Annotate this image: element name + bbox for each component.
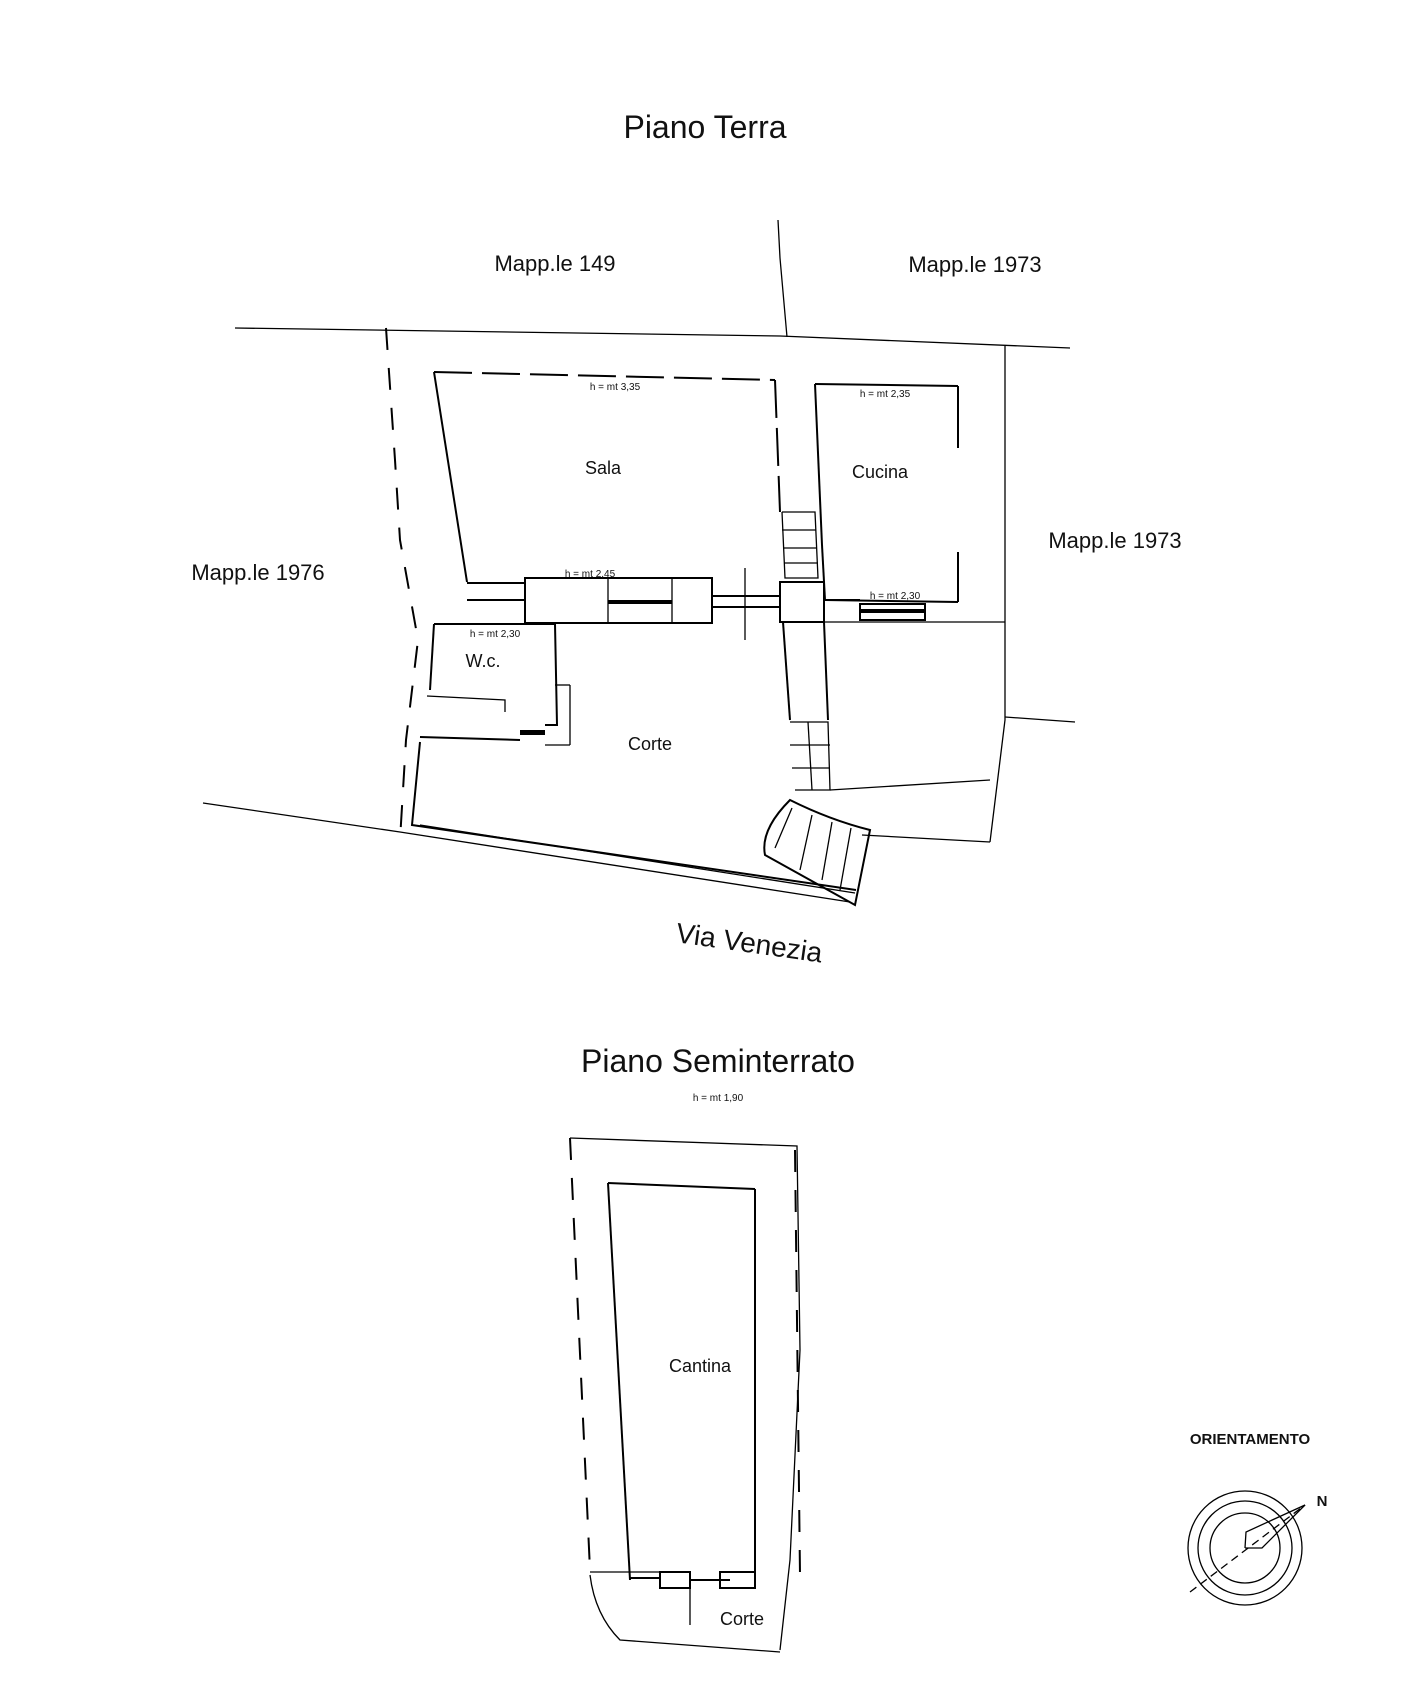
height-label-basement: h = mt 1,90	[693, 1093, 744, 1104]
room-cucina-walls	[814, 383, 959, 603]
height-label-sala: h = mt 3,35	[590, 382, 641, 393]
stair-upper	[781, 511, 819, 579]
window-frame-cucina	[859, 603, 926, 621]
height-label-cucina: h = mt 2,35	[860, 389, 911, 400]
height-label-corridor: h = mt 2,45	[565, 569, 616, 580]
room-label-sala: Sala	[585, 458, 622, 478]
room-label-corte-basement: Corte	[720, 1609, 764, 1629]
basement-title: Piano Seminterrato	[581, 1043, 855, 1079]
parcel-label-1976: Mapp.le 1976	[191, 560, 324, 585]
north-label: N	[1317, 1493, 1328, 1510]
room-label-wc: W.c.	[466, 651, 501, 671]
parcel-label-149: Mapp.le 149	[494, 251, 615, 276]
window-marker-cucina	[860, 609, 925, 613]
room-sala-walls	[433, 371, 781, 583]
room-label-corte: Corte	[628, 734, 672, 754]
height-label-cucina-lower: h = mt 2,30	[870, 591, 921, 602]
corridor-walls	[467, 568, 860, 640]
parcel-label-1973-right: Mapp.le 1973	[1048, 528, 1181, 553]
ground-floor-boundaries	[202, 219, 1076, 903]
ground-floor-title: Piano Terra	[623, 109, 786, 145]
orientation-label: ORIENTAMENTO	[1190, 1431, 1311, 1448]
basement-walls	[569, 1137, 801, 1653]
street-name: Via Venezia	[674, 917, 825, 968]
room-label-cantina: Cantina	[669, 1356, 732, 1376]
room-wc-walls	[419, 623, 571, 746]
corte-walls	[410, 621, 857, 894]
room-label-cucina: Cucina	[852, 462, 909, 482]
parcel-label-1973-top: Mapp.le 1973	[908, 252, 1041, 277]
stair-curved	[763, 798, 872, 907]
compass-icon	[1187, 1490, 1306, 1606]
height-label-wc: h = mt 2,30	[470, 629, 521, 640]
